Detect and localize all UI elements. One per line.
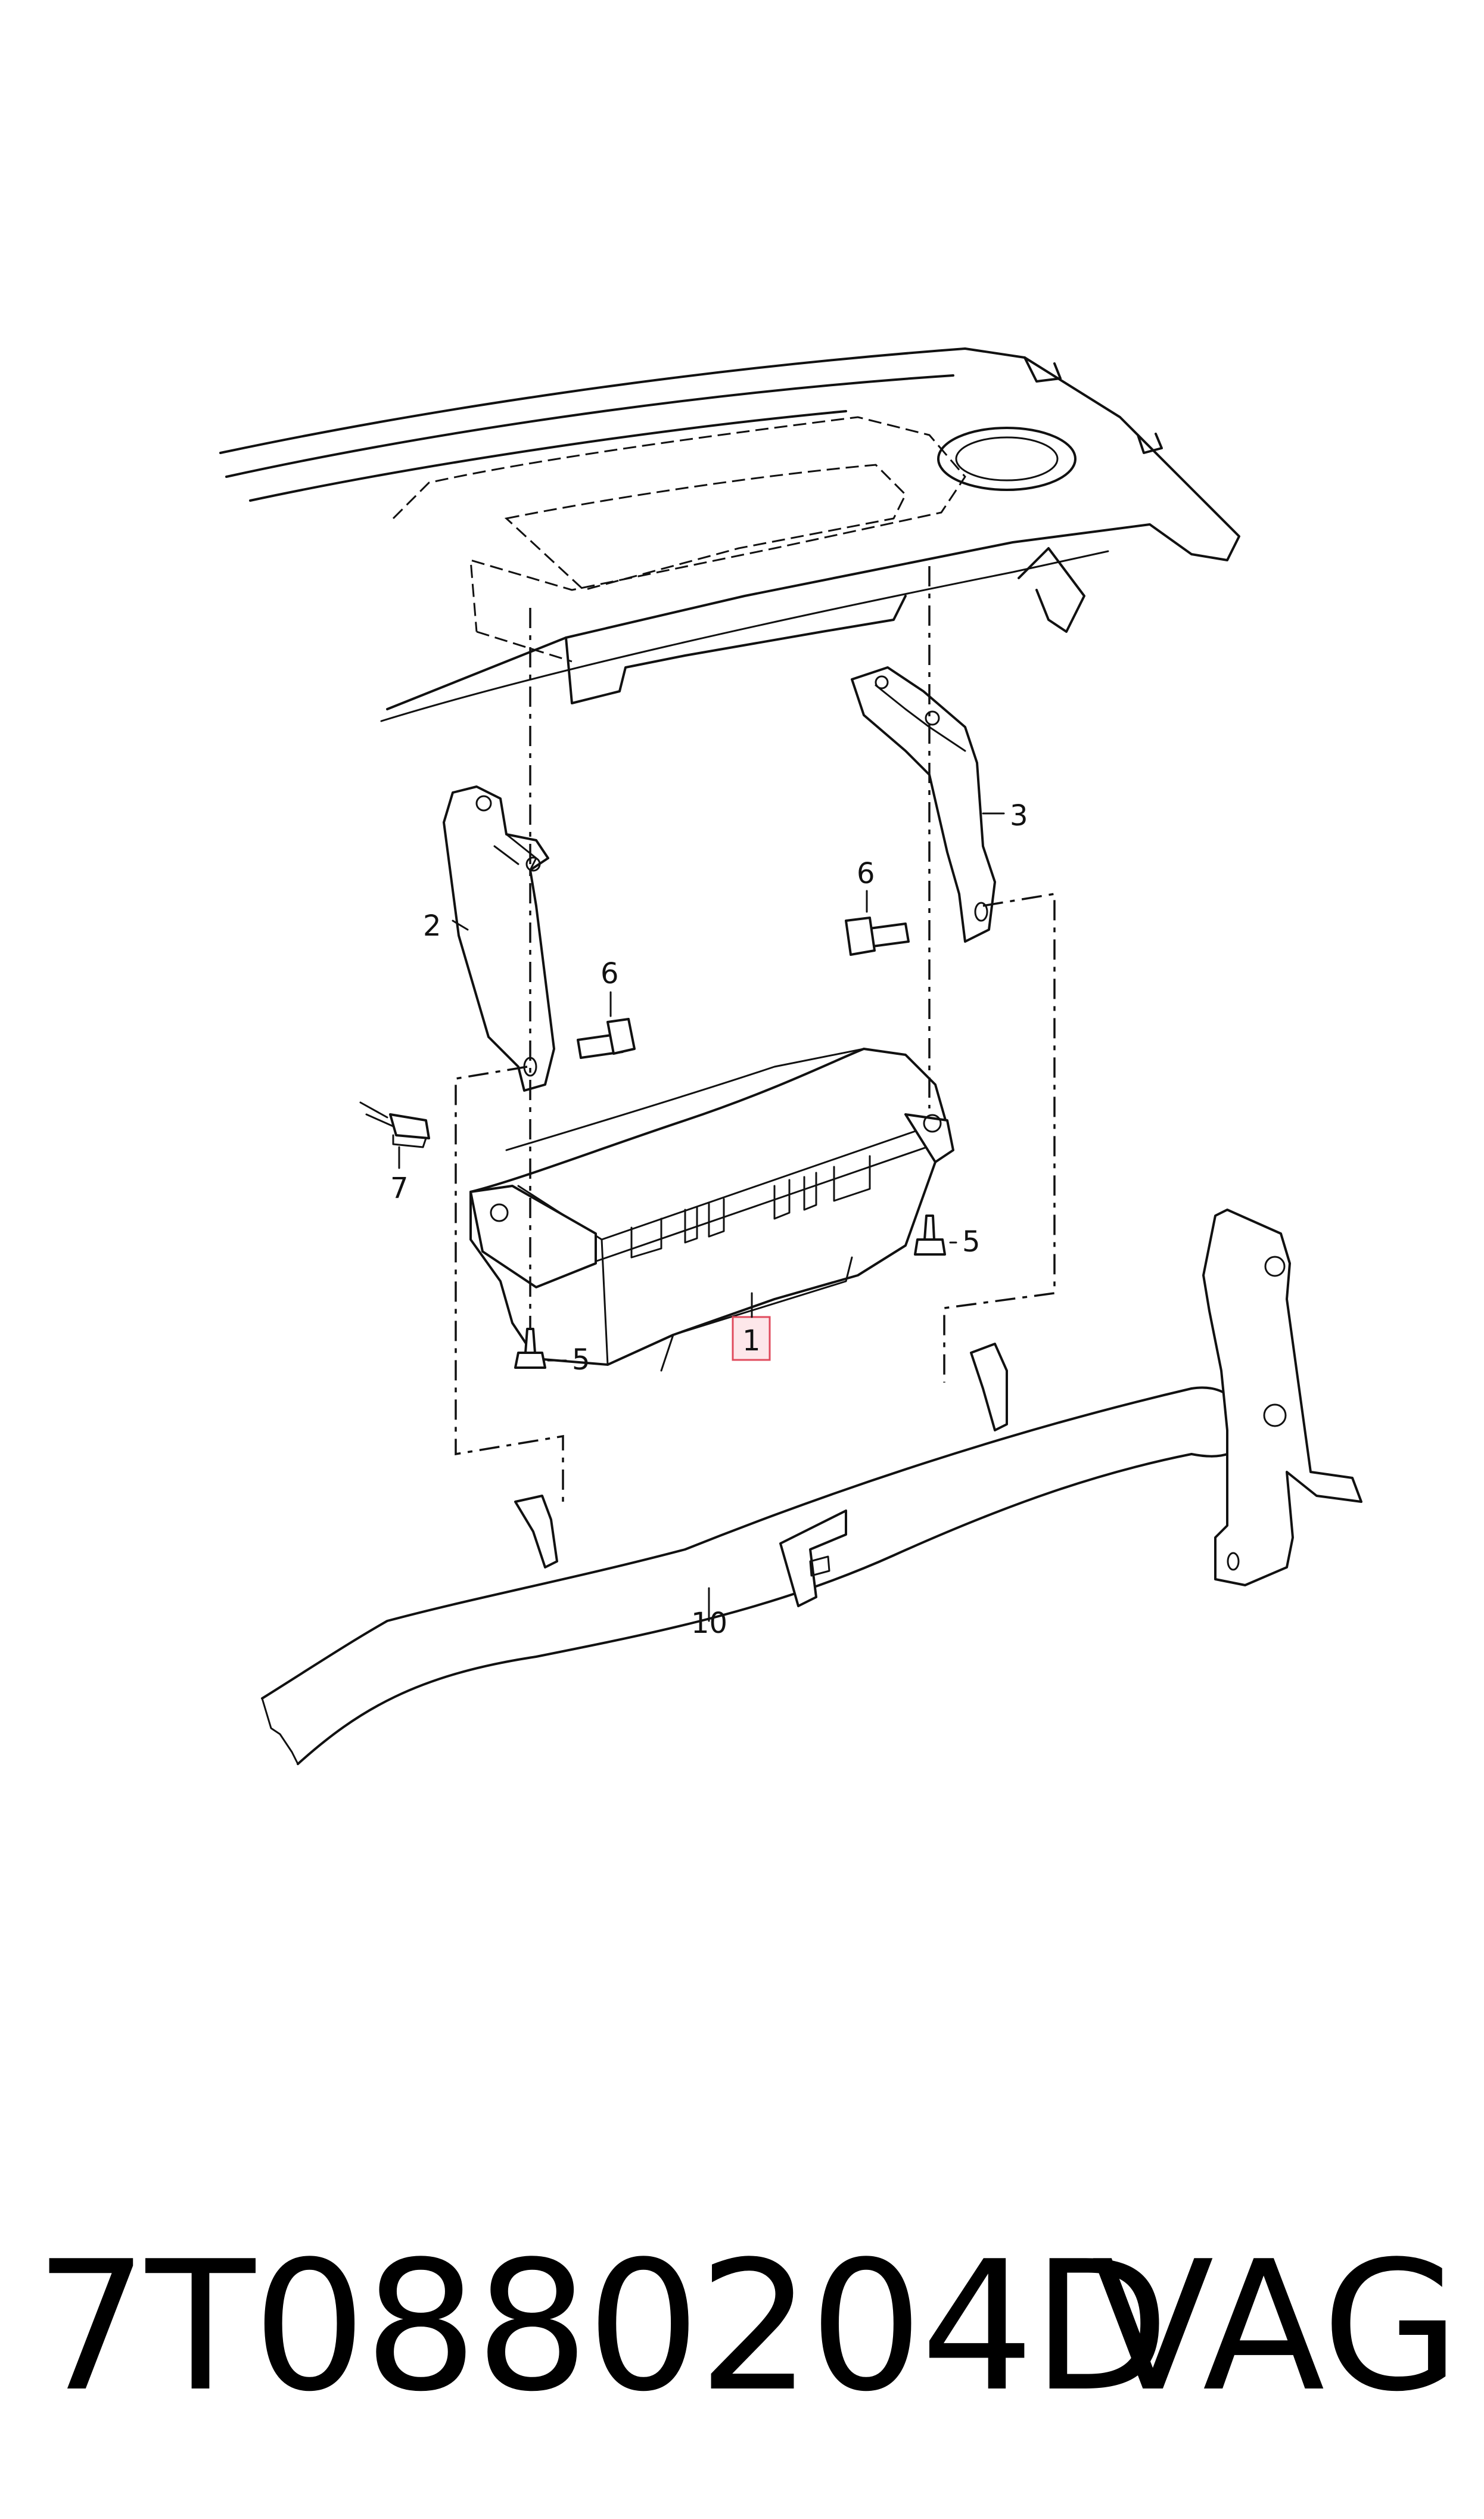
- dashboard-panel: [219, 347, 1240, 722]
- leader-lines: [398, 812, 1005, 1622]
- callout-2: 2: [423, 909, 441, 943]
- bolt-left: [577, 1018, 636, 1059]
- left-bracket: [443, 785, 555, 1092]
- callout-6-left: 6: [601, 957, 619, 990]
- callout-5-right: 5: [962, 1225, 981, 1259]
- part-1-highlight: [732, 1316, 771, 1361]
- callout-1: 1: [742, 1324, 761, 1358]
- exploded-parts-diagram: 1 2 3 5 5 6 6 7 10: [219, 347, 1362, 1765]
- bolt-right: [845, 917, 910, 956]
- callout-5-left: 5: [572, 1343, 590, 1377]
- passenger-airbag-unit: [469, 1048, 954, 1372]
- part-number: 7T0880204D: [35, 2223, 1169, 2431]
- cross-car-beam: [261, 1209, 1362, 1765]
- right-bracket: [851, 666, 996, 943]
- callout-10: 10: [691, 1607, 727, 1640]
- footer: 7T0880204D VAG: [0, 2229, 1484, 2425]
- brand-label: VAG: [1091, 2223, 1460, 2431]
- screw-right: [914, 1215, 946, 1256]
- assembly-lines: [455, 566, 1056, 1502]
- connector-plug: [359, 1101, 430, 1148]
- callout-3: 3: [1010, 799, 1028, 833]
- callout-6-right: 6: [857, 857, 875, 890]
- callout-7: 7: [390, 1172, 409, 1205]
